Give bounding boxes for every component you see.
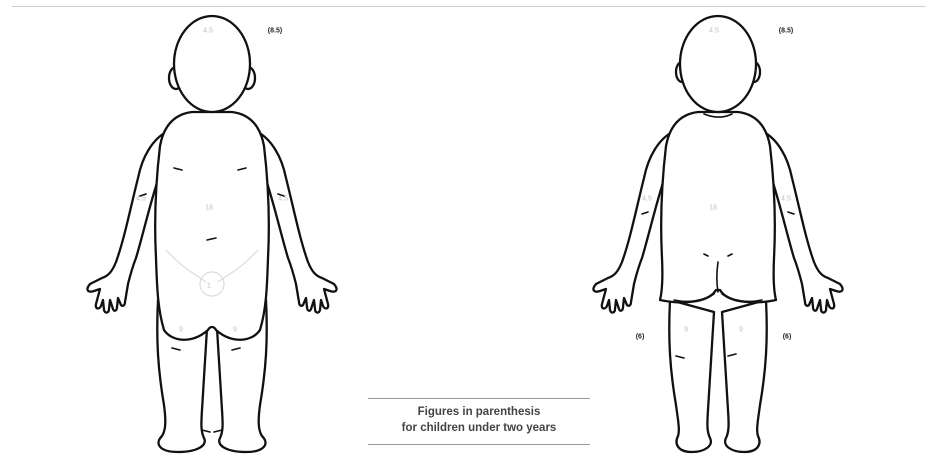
caption-box: Figures in parenthesis for children unde…: [368, 398, 590, 446]
front-leg-left-percent: 9: [233, 327, 237, 334]
back-head-child-percent: (8.5): [779, 28, 793, 35]
caption-rule-bottom: [368, 444, 590, 445]
front-leg-right-percent: 9: [179, 327, 183, 334]
front-trunk-percent: 18: [205, 205, 213, 212]
caption-rule-top: [368, 398, 590, 399]
front-head-percent: 4.5: [203, 28, 213, 35]
back-leg-right-child-percent: (6): [783, 334, 792, 341]
front-genital-percent: 1: [207, 283, 211, 290]
back-trunk-percent: 18: [709, 205, 717, 212]
back-leg-left-percent: 9: [684, 327, 688, 334]
caption-line-1: Figures in parenthesis: [368, 406, 590, 418]
caption-line-2: for children under two years: [368, 422, 590, 434]
front-head-child-percent: (8.5): [268, 28, 282, 35]
back-torso: [660, 112, 776, 302]
back-arm-right-percent: 4.5: [781, 196, 791, 203]
back-head-percent: 4.5: [709, 28, 719, 35]
back-arm-left-percent: 4.5: [642, 196, 652, 203]
front-arm-left-percent: 4.5: [278, 196, 288, 203]
back-leg-right: [722, 300, 767, 452]
back-leg-left-child-percent: (6): [636, 334, 645, 341]
back-leg-right-percent: 9: [739, 327, 743, 334]
front-arm-right-percent: 4.5: [136, 196, 146, 203]
back-leg-left: [669, 300, 714, 452]
